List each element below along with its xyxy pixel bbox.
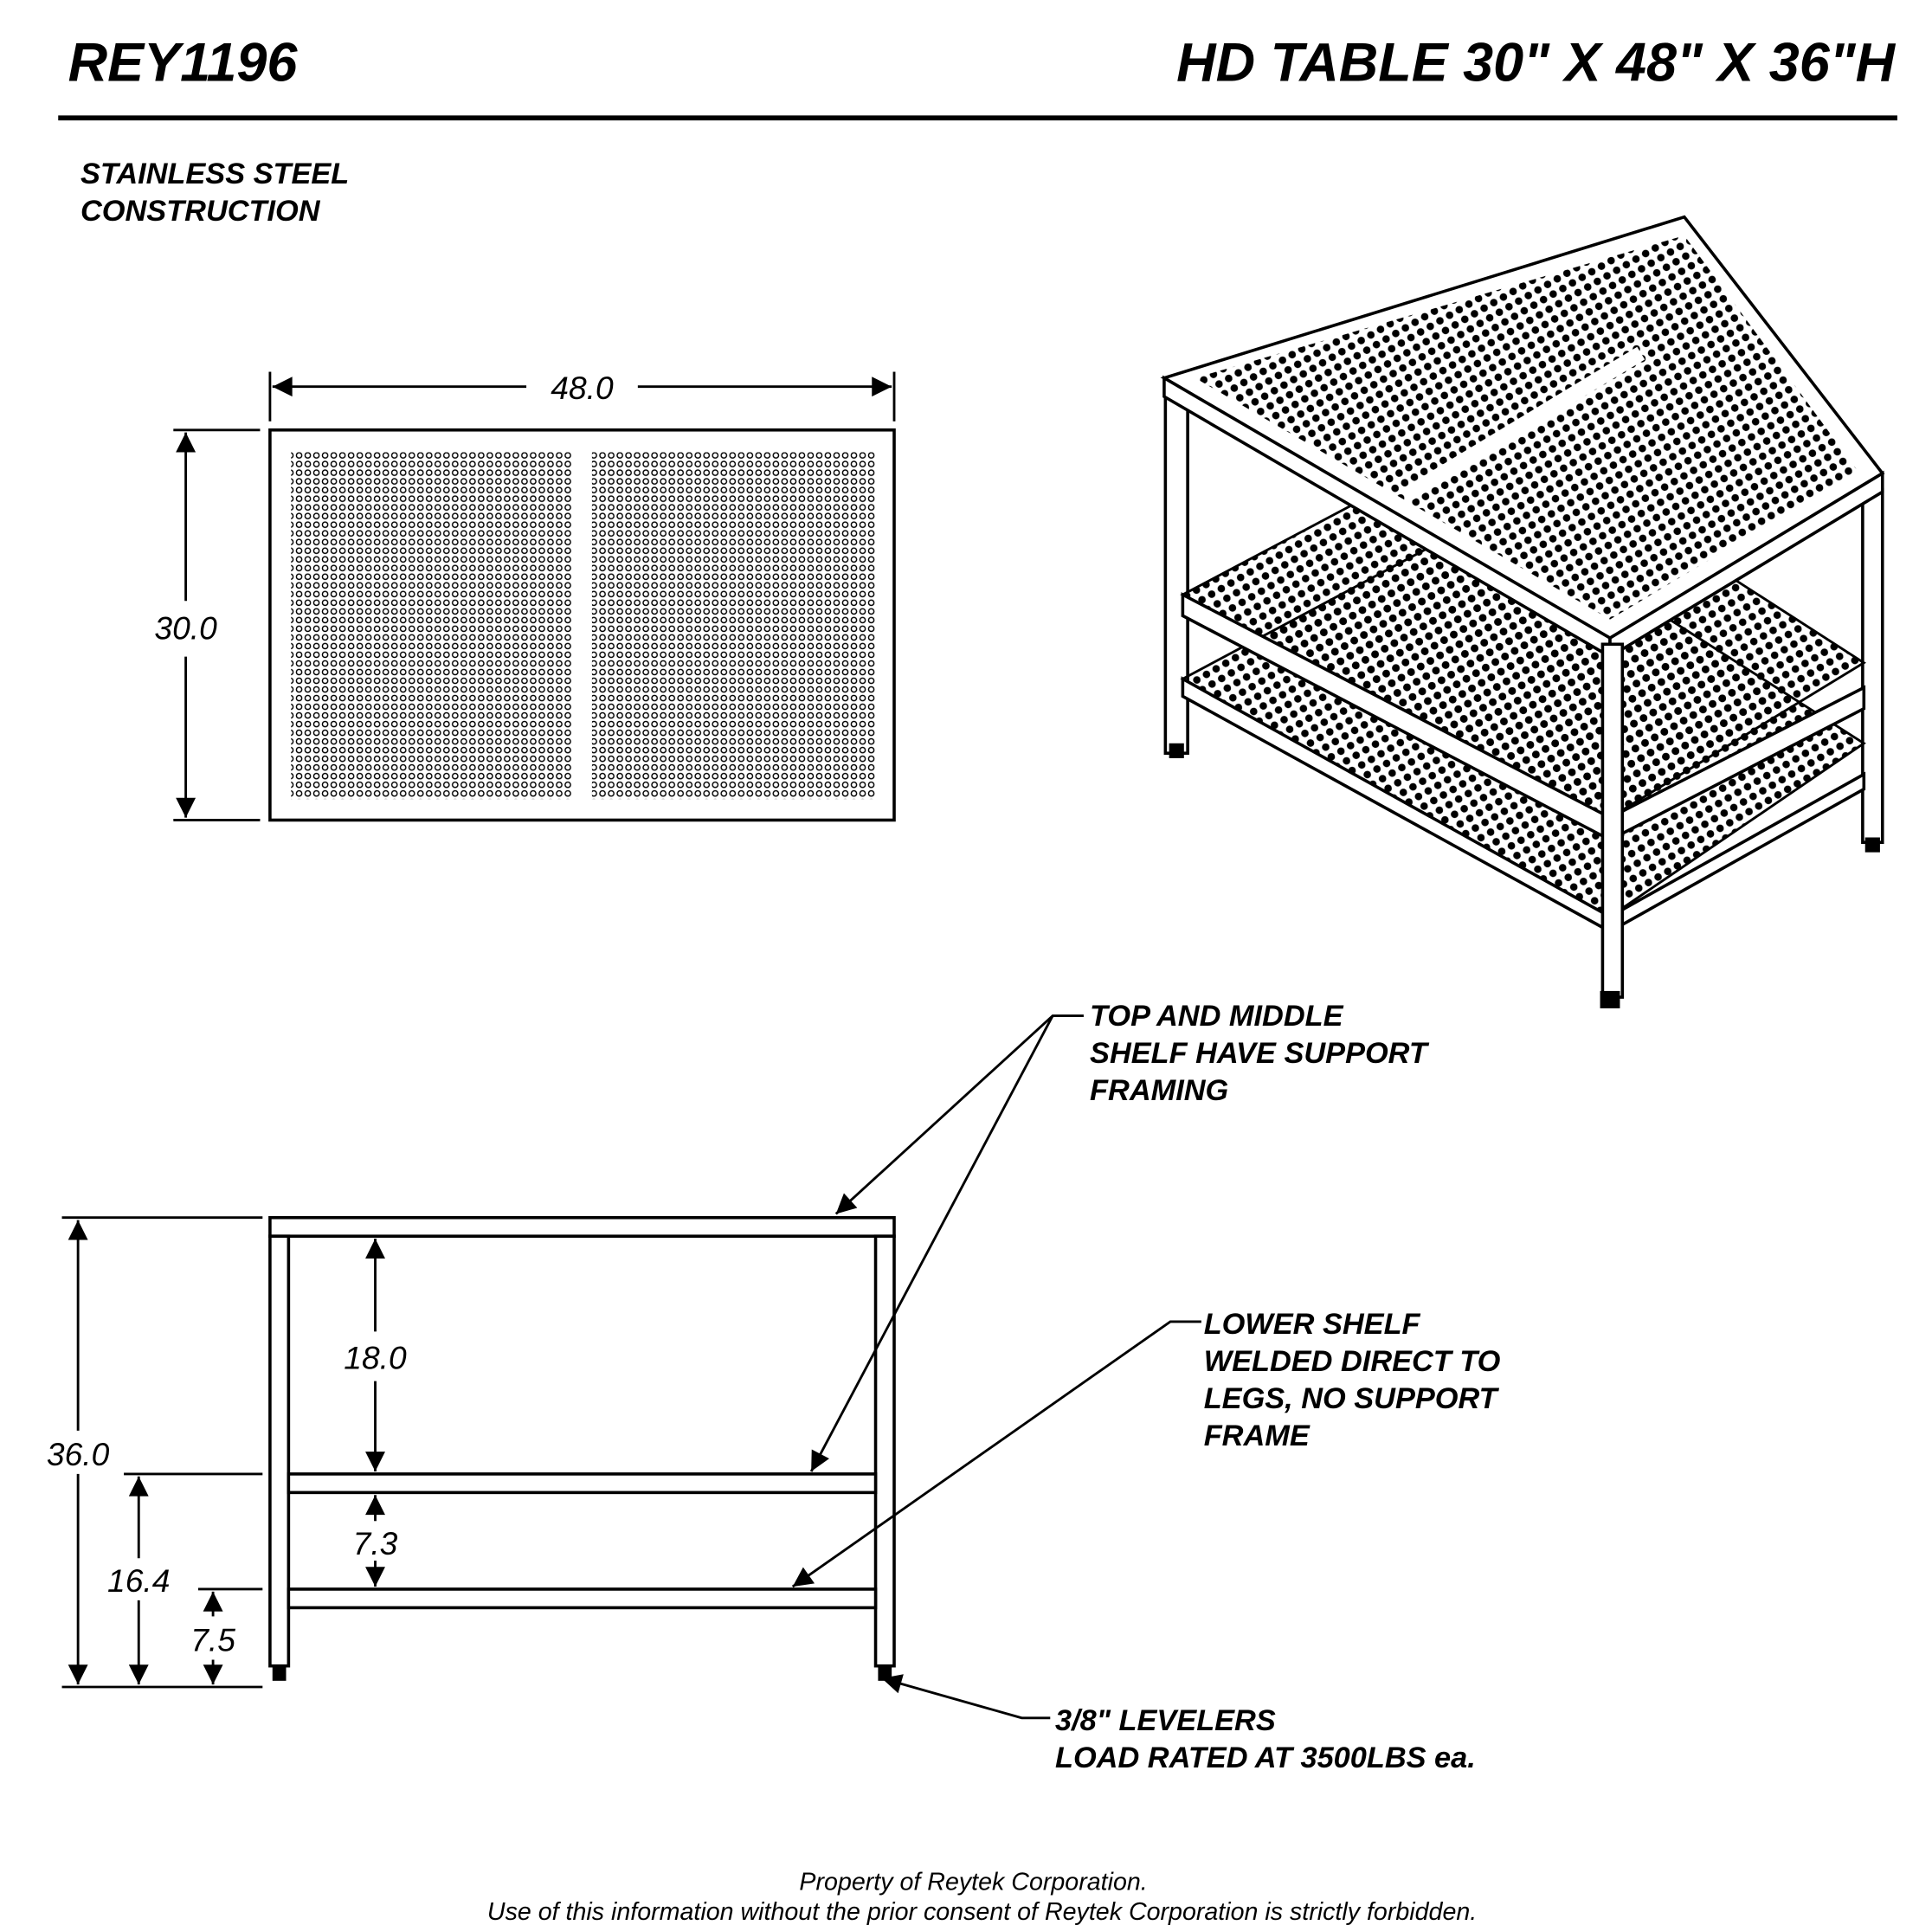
- footer-usage-notice: Use of this information without the prio…: [487, 1898, 1477, 1925]
- depth-dimension: 30.0: [154, 610, 217, 647]
- levelers-note-line2: LOAD RATED AT 3500LBS ea.: [1055, 1742, 1476, 1774]
- footer-property-notice: Property of Reytek Corporation.: [799, 1869, 1147, 1896]
- part-number: REY1196: [68, 32, 299, 93]
- lower-shelf-note-line2: WELDED DIRECT TO: [1204, 1345, 1501, 1378]
- material-note-line2: CONSTRUCTION: [80, 195, 321, 228]
- support-note-line2: SHELF HAVE SUPPORT: [1090, 1037, 1430, 1070]
- middle-to-lower-dimension: 7.3: [353, 1525, 398, 1561]
- leaders: [791, 1014, 1201, 1720]
- lower-shelf-note-line3: LEGS, NO SUPPORT: [1204, 1382, 1500, 1415]
- levelers-note-line1: 3/8" LEVELERS: [1055, 1704, 1276, 1737]
- plan-view: 48.0 30.0: [154, 370, 896, 822]
- front-elevation: 36.0 16.4 7.5 18.0 7.3: [47, 1215, 896, 1689]
- drawing-title: HD TABLE 30" X 48" X 36"H: [1176, 32, 1896, 93]
- top-to-middle-dimension: 18.0: [344, 1339, 407, 1375]
- material-note-line1: STAINLESS STEEL: [80, 158, 349, 190]
- support-note-line3: FRAMING: [1090, 1074, 1228, 1107]
- lower-shelf-note-line1: LOWER SHELF: [1204, 1308, 1421, 1341]
- lower-shelf-height-dimension: 7.5: [190, 1622, 235, 1658]
- isometric-view: [1160, 215, 1885, 1008]
- height-dimension: 36.0: [47, 1436, 110, 1472]
- middle-shelf-height-dimension: 16.4: [107, 1562, 170, 1599]
- width-dimension: 48.0: [551, 370, 614, 406]
- lower-shelf-note-line4: FRAME: [1204, 1420, 1311, 1452]
- support-note-line1: TOP AND MIDDLE: [1090, 1000, 1344, 1033]
